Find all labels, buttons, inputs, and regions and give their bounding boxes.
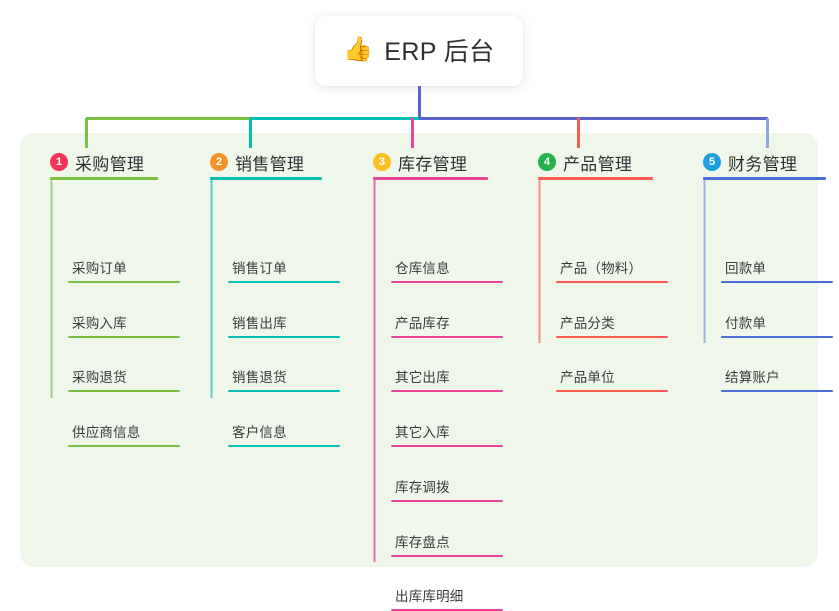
menu-item[interactable]: 回款单: [721, 249, 833, 283]
erp-mindmap-diagram: 👍 ERP 后台 1 采购管理采购订单采购入库采购退货供应商信息 2 销售管理销售订单…: [20, 16, 839, 611]
menu-item-label: 采购订单: [72, 261, 127, 276]
column-badge-number-icon: 3: [373, 153, 391, 171]
column-header-4[interactable]: 4 产品管理: [528, 147, 688, 177]
menu-item-underline: [556, 281, 668, 283]
column-1: 1 采购管理采购订单采购入库采购退货供应商信息: [40, 147, 200, 448]
menu-item-label: 库存盘点: [395, 534, 450, 550]
menu-item-label: 产品（物料）: [560, 261, 643, 276]
column-header-underline: [50, 177, 158, 180]
column-4: 4 产品管理产品（物料） 产品分类产品单位: [528, 147, 688, 393]
menu-item-underline: [68, 281, 180, 283]
menu-item-underline: [228, 281, 340, 283]
menu-item[interactable]: 付款单: [721, 304, 833, 338]
menu-item-label: 销售退货: [232, 370, 287, 386]
menu-item-label: 仓库信息: [395, 261, 450, 276]
menu-item[interactable]: 库存调拨: [391, 468, 503, 502]
column-badge-number-icon: 1: [50, 153, 68, 171]
menu-item[interactable]: 采购退货: [68, 358, 180, 393]
menu-item[interactable]: 产品库存: [391, 304, 503, 338]
root-node-content: 👍 ERP 后台: [343, 32, 494, 68]
menu-item[interactable]: 其它出库: [391, 358, 503, 393]
menu-item[interactable]: 产品单位: [556, 358, 668, 393]
column-badge-number-icon: 5: [703, 153, 721, 171]
menu-item-underline: [556, 390, 668, 393]
menu-item-label: 出库库明细: [395, 589, 464, 605]
menu-item-label: 付款单: [725, 315, 767, 331]
diagram-panel-background: [20, 133, 818, 567]
menu-item-label: 客户信息: [232, 425, 287, 441]
menu-item-underline: [391, 390, 503, 393]
menu-item-label: 产品单位: [560, 370, 615, 386]
column-2: 2 销售管理销售订单销售出库销售退货客户信息: [200, 147, 360, 448]
menu-item-label: 采购退货: [72, 370, 127, 386]
menu-item[interactable]: 产品分类: [556, 304, 668, 338]
menu-item-label: 采购入库: [72, 315, 127, 331]
column-title: 产品管理: [563, 154, 633, 174]
menu-item-underline: [556, 335, 668, 338]
menu-item[interactable]: 其它入库: [391, 413, 503, 448]
column-header-underline: [703, 177, 826, 180]
menu-item-label: 其它入库: [395, 425, 450, 441]
column-3: 3 库存管理仓库信息产品库存其它出库其它入库库存调拨库存盘点出库库明细: [363, 147, 523, 611]
menu-item-label: 回款单: [725, 261, 767, 276]
menu-item[interactable]: 销售出库: [228, 304, 340, 338]
menu-item-underline: [721, 281, 833, 283]
column-title: 采购管理: [75, 154, 145, 174]
menu-item[interactable]: 采购入库: [68, 304, 180, 338]
column-badge-number-icon: 4: [538, 153, 556, 171]
menu-item[interactable]: 销售退货: [228, 358, 340, 393]
menu-item-underline: [391, 554, 503, 557]
menu-item[interactable]: 仓库信息: [391, 249, 503, 283]
column-header-underline: [538, 177, 653, 180]
menu-item-underline: [391, 445, 503, 448]
menu-item-label: 结算账户: [725, 370, 780, 386]
menu-item[interactable]: 供应商信息: [68, 413, 180, 448]
column-title: 库存管理: [398, 154, 468, 174]
menu-item-underline: [228, 390, 340, 393]
column-title: 财务管理: [728, 154, 798, 174]
root-node-title: ERP 后台: [384, 38, 495, 66]
menu-item-label: 产品分类: [560, 315, 615, 331]
menu-item-underline: [391, 335, 503, 338]
column-header-3[interactable]: 3 库存管理: [363, 147, 523, 177]
menu-item[interactable]: 销售订单: [228, 249, 340, 283]
menu-item[interactable]: 产品（物料）: [556, 249, 668, 283]
menu-item-underline: [68, 335, 180, 338]
column-5: 5 财务管理回款单付款单结算账户: [693, 147, 839, 393]
column-header-5[interactable]: 5 财务管理: [693, 147, 839, 177]
menu-item[interactable]: 库存盘点: [391, 523, 503, 557]
menu-item-label: 产品库存: [395, 315, 450, 331]
thumbs-up-icon: 👍: [343, 36, 374, 63]
menu-item-underline: [391, 281, 503, 283]
menu-item-underline: [721, 335, 833, 338]
menu-item-underline: [228, 335, 340, 338]
menu-item-label: 其它出库: [395, 370, 450, 386]
column-header-underline: [210, 177, 322, 180]
column-badge-number-icon: 2: [210, 153, 228, 171]
menu-item-label: 销售订单: [232, 261, 287, 276]
menu-item[interactable]: 出库库明细: [391, 577, 503, 611]
column-header-2[interactable]: 2 销售管理: [200, 147, 360, 177]
menu-item[interactable]: 客户信息: [228, 413, 340, 448]
menu-item-underline: [391, 499, 503, 502]
column-header-1[interactable]: 1 采购管理: [40, 147, 200, 177]
menu-item-label: 销售出库: [232, 315, 287, 331]
menu-item-underline: [228, 445, 340, 448]
menu-item-underline: [68, 390, 180, 393]
menu-item[interactable]: 结算账户: [721, 358, 833, 393]
root-node-erp-backend[interactable]: 👍 ERP 后台: [315, 16, 523, 86]
column-title: 销售管理: [235, 154, 305, 174]
column-header-underline: [373, 177, 488, 180]
menu-item-label: 供应商信息: [72, 425, 141, 441]
menu-item-label: 库存调拨: [395, 479, 450, 495]
menu-item-underline: [721, 390, 833, 393]
menu-item-underline: [68, 445, 180, 448]
menu-item[interactable]: 采购订单: [68, 249, 180, 283]
